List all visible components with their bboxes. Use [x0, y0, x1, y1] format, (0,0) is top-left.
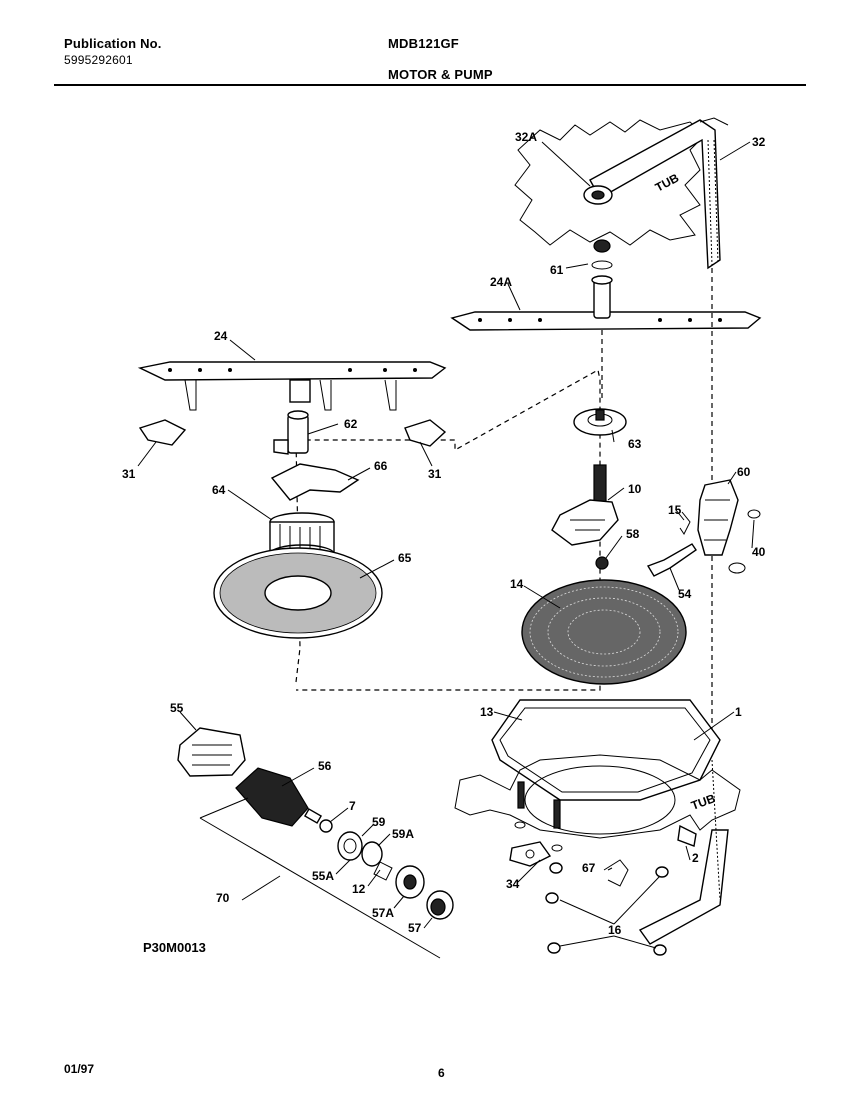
- callout-24: 24: [214, 329, 228, 343]
- part-40-bottom: [728, 562, 746, 574]
- section-title: MOTOR & PUMP: [388, 67, 493, 82]
- lower-spray-arm-part: [137, 361, 447, 447]
- upper-tub-section: TUB: [514, 117, 729, 270]
- callout-31-left: 31: [122, 467, 136, 481]
- part-15: [679, 511, 691, 535]
- callout-13: 13: [480, 705, 494, 719]
- part-63: [573, 408, 627, 436]
- callout-63: 63: [628, 437, 642, 451]
- callout-62: 62: [344, 417, 358, 431]
- leader-lines: [137, 141, 755, 949]
- callout-55A: 55A: [312, 869, 334, 883]
- tub-label-lower: TUB: [689, 791, 717, 813]
- part-62: [273, 410, 309, 455]
- callouts: 32A 32 61 24A 24 62 31 31 66 64 65 63 10…: [122, 130, 766, 937]
- part-54: [646, 543, 697, 577]
- callout-58: 58: [626, 527, 640, 541]
- tub-label: TUB: [653, 171, 682, 195]
- lower-tub-section: TUB: [454, 754, 741, 945]
- callout-10: 10: [628, 482, 642, 496]
- callout-16: 16: [608, 923, 622, 937]
- callout-55: 55: [170, 701, 184, 715]
- callout-7: 7: [349, 799, 356, 813]
- callout-57: 57: [408, 921, 422, 935]
- callout-40: 40: [752, 545, 766, 559]
- callout-32: 32: [752, 135, 766, 149]
- callout-59A: 59A: [392, 827, 414, 841]
- part-65: [213, 547, 383, 639]
- callout-57A: 57A: [372, 906, 394, 920]
- publication-label: Publication No.: [64, 36, 162, 51]
- page-number: 6: [438, 1066, 445, 1080]
- part-10: [551, 464, 619, 546]
- callout-12: 12: [352, 882, 366, 896]
- publication-number: 5995292601: [64, 53, 133, 67]
- motor-assembly: [177, 727, 454, 959]
- callout-65: 65: [398, 551, 412, 565]
- callout-60: 60: [737, 465, 751, 479]
- callout-64: 64: [212, 483, 226, 497]
- diagram-code: P30M0013: [143, 940, 206, 955]
- part-60: [697, 479, 739, 556]
- model-number: MDB121GF: [388, 36, 459, 51]
- callout-67: 67: [582, 861, 596, 875]
- part-40-top: [747, 509, 761, 519]
- header-rule: [54, 84, 806, 86]
- callout-31-right: 31: [428, 467, 442, 481]
- part-14: [521, 579, 687, 685]
- part-13: [491, 699, 721, 801]
- callout-1: 1: [735, 705, 742, 719]
- callout-14: 14: [510, 577, 524, 591]
- callout-61: 61: [550, 263, 564, 277]
- callout-34: 34: [506, 877, 520, 891]
- callout-54: 54: [678, 587, 692, 601]
- callout-2: 2: [692, 851, 699, 865]
- callout-24A: 24A: [490, 275, 512, 289]
- callout-15: 15: [668, 503, 682, 517]
- callout-56: 56: [318, 759, 332, 773]
- callout-66: 66: [374, 459, 388, 473]
- callout-59: 59: [372, 815, 386, 829]
- part-66: [270, 463, 360, 501]
- upper-spray-arm-part: [450, 239, 762, 331]
- part-58: [595, 556, 609, 570]
- footer-date: 01/97: [64, 1062, 95, 1076]
- sump-fasteners: [509, 781, 697, 956]
- callout-32A: 32A: [515, 130, 537, 144]
- callout-70: 70: [216, 891, 230, 905]
